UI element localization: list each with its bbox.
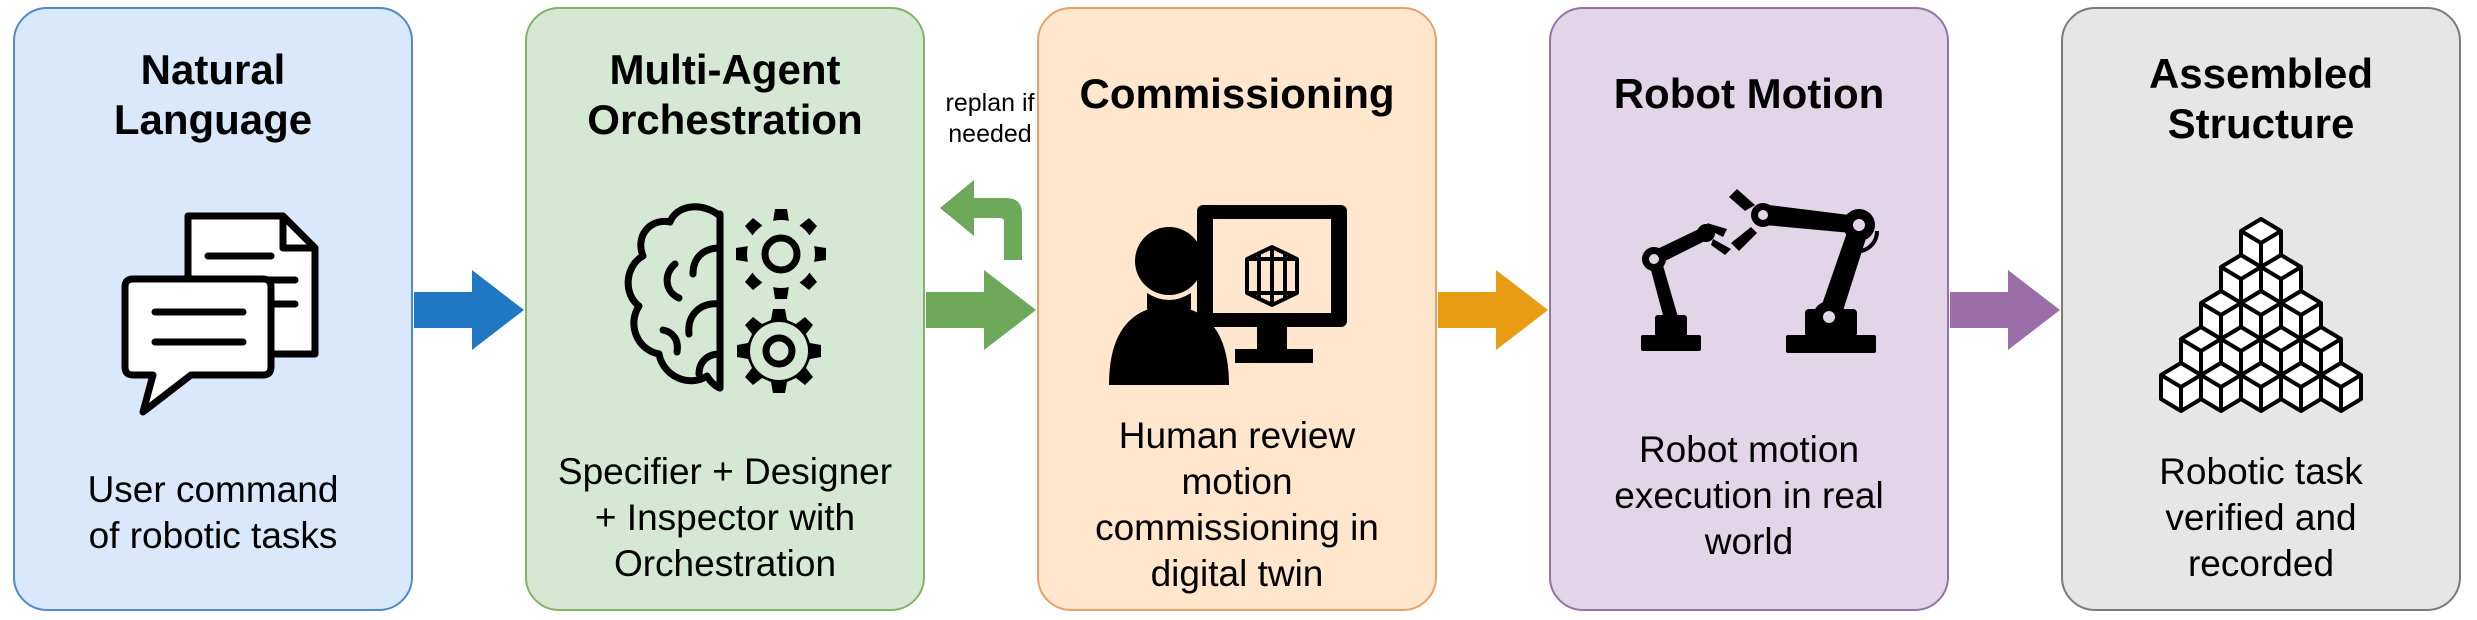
stage-description-line: motion xyxy=(1181,461,1293,502)
brain-gears-icon xyxy=(624,203,826,393)
stage-card-commissioning: Commissioning Human review motion commis… xyxy=(1037,7,1437,611)
stage-description-line: world xyxy=(1704,521,1794,562)
stage-description-line: commissioning in xyxy=(1095,507,1379,548)
stage-title: Multi-Agent Orchestration xyxy=(527,45,923,145)
stage-description-line: execution in real xyxy=(1614,475,1884,516)
stage-card-assembled-structure: Assembled Structure xyxy=(2061,7,2461,611)
stage-title: Assembled Structure xyxy=(2063,49,2459,149)
stage-description: Human review motion commissioning in dig… xyxy=(1039,413,1435,597)
stage-title-line: Commissioning xyxy=(1079,70,1395,117)
stage-card-robot-motion: Robot Motion xyxy=(1549,7,1949,611)
flow-arrow-1 xyxy=(414,270,524,350)
stage-title: Natural Language xyxy=(15,45,411,145)
stage-description-line: verified and xyxy=(2165,497,2357,538)
stacked-cubes-icon xyxy=(2159,217,2363,413)
stage-description-line: recorded xyxy=(2187,543,2335,584)
replan-note-line: needed xyxy=(948,120,1032,148)
replan-note: replan if needed xyxy=(920,88,1060,150)
stage-title: Robot Motion xyxy=(1551,69,1947,119)
stage-description-line: Human review xyxy=(1118,415,1356,456)
stage-title-line: Structure xyxy=(2167,100,2355,147)
flow-arrow-4 xyxy=(1950,270,2060,350)
replan-note-line: replan if xyxy=(945,89,1035,117)
stage-description-line: + Inspector with xyxy=(594,497,856,538)
flow-arrow-2 xyxy=(926,270,1036,350)
stage-title-line: Natural xyxy=(140,46,286,93)
stage-description: User command of robotic tasks xyxy=(15,467,411,559)
stage-description-line: of robotic tasks xyxy=(88,515,338,556)
robot-arms-icon xyxy=(1641,189,1880,353)
stage-description-line: Robotic task xyxy=(2159,451,2363,492)
stage-description-line: Specifier + Designer xyxy=(557,451,893,492)
human-monitor-icon xyxy=(1109,205,1347,385)
stage-description-line: digital twin xyxy=(1150,553,1324,594)
flow-arrow-3 xyxy=(1438,270,1548,350)
stage-title-line: Assembled xyxy=(2148,50,2374,97)
stage-title-line: Language xyxy=(113,96,313,143)
stage-description: Robotic task verified and recorded xyxy=(2063,449,2459,587)
stage-title-line: Multi-Agent xyxy=(609,46,841,93)
stage-description: Specifier + Designer + Inspector with Or… xyxy=(527,449,923,587)
stage-title-line: Robot Motion xyxy=(1613,70,1885,117)
replan-arrow-icon xyxy=(940,180,1022,260)
stage-card-natural-language: Natural Language User command of robotic… xyxy=(13,7,413,611)
stage-title-line: Orchestration xyxy=(587,96,863,143)
stage-description-line: User command xyxy=(87,469,339,510)
stage-title: Commissioning xyxy=(1039,69,1435,119)
chat-document-icon xyxy=(121,212,319,416)
stage-card-multi-agent-orchestration: Multi-Agent Orchestration Speci xyxy=(525,7,925,611)
stage-description: Robot motion execution in real world xyxy=(1551,427,1947,565)
stage-description-line: Robot motion xyxy=(1638,429,1860,470)
stage-description-line: Orchestration xyxy=(613,543,837,584)
